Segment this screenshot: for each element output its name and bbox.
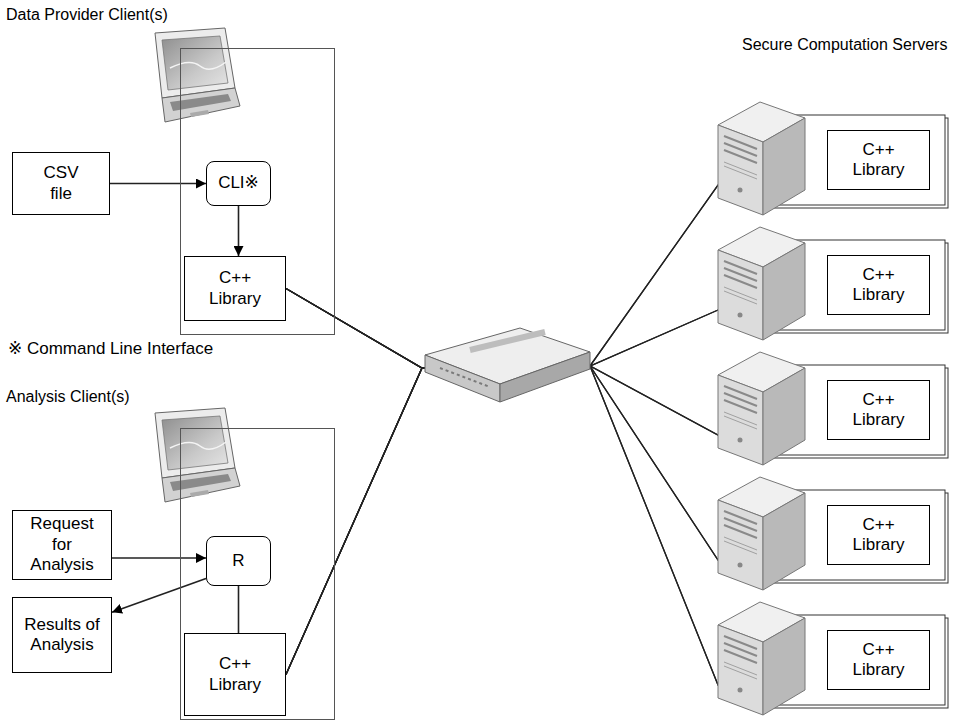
- library-box: C++ Library: [827, 630, 930, 690]
- box-label: C++ Library: [843, 140, 914, 181]
- laptop-icon: [155, 28, 240, 122]
- box-label: C++ Library: [843, 390, 914, 431]
- library-box: C++ Library: [184, 256, 286, 321]
- input-box: Request for Analysis: [12, 510, 112, 580]
- client-frame: Analysis Client(s)RC++ Library: [180, 428, 335, 720]
- server-icon: [718, 102, 948, 215]
- flow-arrow: [238, 206, 240, 256]
- network-switch: [425, 328, 590, 402]
- server-icon: [718, 227, 948, 340]
- flow-arrow: [238, 586, 240, 633]
- library-box: C++ Library: [827, 255, 930, 315]
- server-icon: [718, 602, 948, 715]
- box-label: Results of Analysis: [23, 615, 101, 656]
- process-box: CLI※: [206, 161, 271, 206]
- box-label: C++ Library: [843, 265, 914, 306]
- box-label: Request for Analysis: [23, 514, 101, 575]
- box-label: CLI※: [218, 173, 259, 193]
- output-box: Results of Analysis: [12, 597, 112, 673]
- file-box: CSV file: [12, 152, 110, 215]
- client-frame: Data Provider Client(s)CLI※C++ Library: [180, 48, 335, 335]
- group-heading: Data Provider Client(s): [6, 6, 168, 24]
- process-box: R: [206, 536, 271, 586]
- library-box: C++ Library: [827, 130, 930, 190]
- library-box: C++ Library: [184, 633, 286, 716]
- box-label: CSV file: [36, 163, 87, 204]
- box-label: C++ Library: [199, 268, 270, 309]
- box-label: R: [232, 551, 244, 571]
- box-label: C++ Library: [199, 654, 270, 695]
- flow-arrow: [112, 557, 206, 559]
- footnote: ※ Command Line Interface: [8, 338, 213, 359]
- library-box: C++ Library: [827, 505, 930, 565]
- box-label: C++ Library: [843, 515, 914, 556]
- group-heading: Analysis Client(s): [6, 388, 130, 406]
- flow-arrow: [112, 579, 206, 613]
- box-label: C++ Library: [843, 640, 914, 681]
- group-title: Secure Computation Servers: [742, 36, 947, 54]
- flow-arrow: [110, 183, 206, 185]
- server-icon: [718, 477, 948, 590]
- library-box: C++ Library: [827, 380, 930, 440]
- laptop-icon: [155, 408, 240, 502]
- server-icon: [718, 352, 948, 465]
